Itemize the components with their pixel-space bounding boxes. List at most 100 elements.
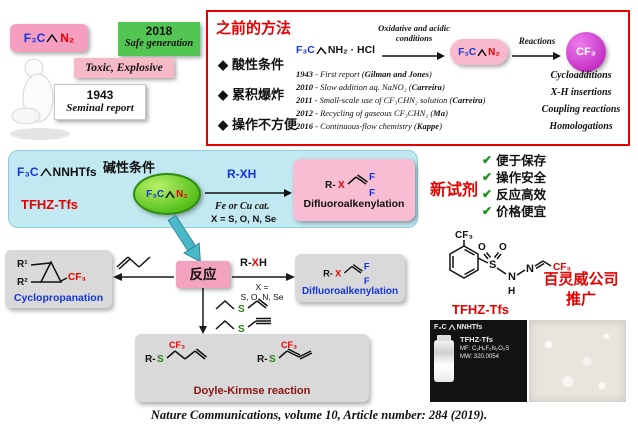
formula-cf3: CF₃ xyxy=(68,272,86,283)
timeline-entry-2011: 2011 - Small-scale use of CF₃CHN₂ soluti… xyxy=(296,95,485,105)
formula-f3c: F₃C xyxy=(17,165,39,179)
mascot-figure xyxy=(10,58,70,140)
formula-h: H xyxy=(258,257,267,269)
formula-s: S xyxy=(489,259,496,271)
formula-n: N xyxy=(526,263,534,275)
formula-s: S xyxy=(238,304,245,315)
citation-journal: Nature Communications xyxy=(150,408,279,422)
formula-f3c: F₃C xyxy=(146,188,165,200)
timeline-year: 2012 xyxy=(296,108,313,118)
arrow-right-icon xyxy=(205,189,292,197)
timeline-authors: Ma xyxy=(433,108,445,118)
formula-f: F xyxy=(369,172,375,183)
previous-methods-panel: 之前的方法 ◆酸性条件 ◆累积爆炸 ◆操作不方便 F₃C NH₂ · HCl O… xyxy=(206,10,630,146)
vial-info: TFHZ-Tfs MF: C₉H₆F₆N₂O₂S MW: 320.0054 xyxy=(460,335,509,360)
bullet-text: 酸性条件 xyxy=(232,57,285,72)
doyle-kirmse-box: R- S CF₃ R- S CF₃ Doyle-Kirmse reaction xyxy=(135,334,369,402)
timeline-year: 2010 xyxy=(296,82,313,92)
timeline-authors: Kappe xyxy=(416,121,440,131)
bullet-inconvenient: ◆操作不方便 xyxy=(218,114,297,133)
timeline-authors: Carreira xyxy=(411,82,442,92)
timeline-close: ) xyxy=(482,95,486,105)
hydrazone-structure: F₃C NNHTfs xyxy=(17,165,97,179)
formula-n2: N₂ xyxy=(60,31,75,45)
arrow-right-icon xyxy=(512,52,561,60)
bond-zigzag-icon xyxy=(477,48,487,56)
reaction-hub: 反应 xyxy=(176,261,230,288)
doyle-kirmse-label: Doyle-Kirmse reaction xyxy=(193,385,311,397)
bond-zigzag-icon xyxy=(39,167,52,177)
formula-amine: NH₂ · HCl xyxy=(327,44,376,56)
product-photos: F₃C NNHTfs TFHZ-Tfs MF: C₉H₆F₆N₂O₂S MW: … xyxy=(430,320,626,402)
vial-mf: MF: C₉H₆F₆N₂O₂S xyxy=(460,346,510,352)
formula-f3c: F₃C xyxy=(23,31,46,45)
reaction-type-cycloadditions: Cycloadditions xyxy=(550,70,612,81)
citation: Nature Communications, volume 10, Articl… xyxy=(0,408,638,423)
benefit-item-price: ✔价格便宜 xyxy=(482,201,546,220)
bullet-text: 操作不方便 xyxy=(232,117,298,132)
reaction-type-homologations: Homologations xyxy=(549,121,613,132)
diazo-intermediate-chip: F₃C N₂ xyxy=(450,39,508,65)
difluoroalkene-structure: R- X F F xyxy=(323,261,370,286)
formula-n2: N₂ xyxy=(176,188,188,200)
formula-nnhtfs: NNHTfs xyxy=(456,324,483,331)
formula-r: R- xyxy=(145,354,156,365)
rxh-label: R-XH xyxy=(227,167,257,181)
propargyl-sulfide-structure: S xyxy=(215,317,271,335)
timeline-entry-1943: 1943 - First report (Gilman and Jones) xyxy=(296,69,432,79)
badge-2018: 2018 Safe generation xyxy=(118,22,200,56)
cyclopropane-structure: R¹ R² CF₃ xyxy=(17,259,86,288)
timeline-close: ) xyxy=(439,121,442,131)
timeline-year: 2016 xyxy=(296,121,313,131)
vendor-promo-line2: 推广 xyxy=(565,291,596,308)
formula-cf3: CF₃ xyxy=(455,230,473,241)
benefit-text: 反应高效 xyxy=(496,188,547,202)
citation-rest: , volume 10, Article number: 284 (2019). xyxy=(278,408,488,422)
arrow2-label: Reactions xyxy=(518,36,556,46)
timeline-desc: - Continuous-flow chemistry ( xyxy=(313,121,417,131)
formula-f3c: F₃C xyxy=(434,324,447,331)
timeline-year: 2011 xyxy=(296,95,313,105)
catalyst-label: Fe or Cu cat. xyxy=(215,201,270,212)
timeline-desc: - Small-scale use of CF₃CHN₂ solution ( xyxy=(312,95,453,105)
badge-2018-label: Safe generation xyxy=(124,38,194,49)
diazo-reagent-chip: F₃C N₂ xyxy=(10,24,88,52)
benefit-item-efficiency: ✔反应高效 xyxy=(482,184,546,203)
formula-f: F xyxy=(369,188,375,198)
bullet-explosion: ◆累积爆炸 xyxy=(218,84,284,103)
vendor-promo-line1: 百灵威公司 xyxy=(543,271,619,288)
vial-name: TFHZ-Tfs xyxy=(460,335,493,344)
alkene-structure xyxy=(116,256,151,270)
formula-f3c: F₃C xyxy=(458,46,477,58)
bond-zigzag-icon xyxy=(316,46,327,54)
vial-cap xyxy=(437,335,451,341)
benefit-text: 价格便宜 xyxy=(496,205,547,219)
formula-s: S xyxy=(157,354,164,365)
cf3-product-badge: CF₃ xyxy=(566,32,606,72)
arrow1-label-line1: Oxidative and acidic xyxy=(378,23,450,33)
badge-1943-year: 1943 xyxy=(86,88,114,102)
formula-s: S xyxy=(238,324,245,335)
previous-methods-title: 之前的方法 xyxy=(216,20,292,37)
difluoroalkene-structure: R- X F F xyxy=(325,172,375,198)
timeline-close: ) xyxy=(428,69,432,79)
badge-toxic: Toxic, Explosive xyxy=(74,58,174,78)
formula-r2: R² xyxy=(17,277,28,288)
formula-cf3: CF₃ xyxy=(553,262,571,273)
benefit-item-storage: ✔便于保存 xyxy=(482,150,546,169)
powder-photo xyxy=(529,320,626,402)
x-scope-label: X = S, O, N, Se xyxy=(211,214,277,225)
benefit-text: 操作安全 xyxy=(496,171,547,185)
timeline-desc: - Recycling of gaseous CF₃CHN₂ ( xyxy=(313,108,434,118)
timeline-authors: Carreira xyxy=(452,95,483,105)
difluoroalkenylation-label: Difluoroalkenylation xyxy=(301,285,399,297)
x-scope-line2: S, O, N, Se xyxy=(240,292,284,302)
formula-h: H xyxy=(508,286,515,297)
cyclopropanation-label: Cyclopropanation xyxy=(13,292,104,304)
formula-f: F xyxy=(364,261,370,271)
timeline-entry-2010: 2010 - Slow addition aq. NaNO₂ (Carreira… xyxy=(296,82,445,92)
arrow1-label-line2: conditions xyxy=(395,32,433,43)
benefit-item-safety: ✔操作安全 xyxy=(482,167,546,186)
reaction-type-coupling: Coupling reactions xyxy=(541,104,621,115)
